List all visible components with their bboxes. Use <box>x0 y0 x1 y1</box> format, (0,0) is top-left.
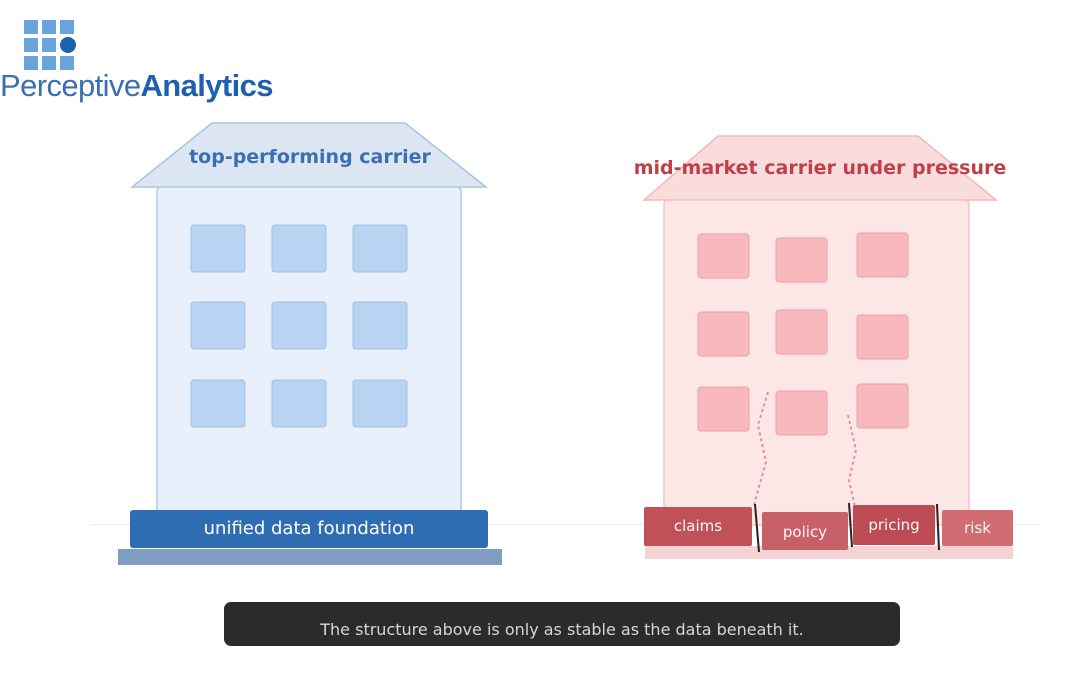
logo-word-light: Perceptive <box>0 68 141 103</box>
caption-bar: The structure above is only as stable as… <box>224 602 900 646</box>
left-building-title: top-performing carrier <box>189 146 431 168</box>
left-building <box>118 122 502 565</box>
right-building <box>641 135 1013 559</box>
slab-label-claims: claims <box>673 517 723 535</box>
crack-lines <box>753 391 858 508</box>
slab-label-risk: risk <box>964 519 991 537</box>
right-roof <box>641 135 999 201</box>
ground-line <box>90 524 1040 525</box>
left-windows <box>190 224 408 428</box>
logo-word-bold: Analytics <box>140 68 273 103</box>
logo-grid-icon <box>24 20 76 70</box>
left-roof <box>129 122 489 188</box>
right-windows <box>697 232 909 436</box>
left-foundation <box>130 510 488 548</box>
brand-logo: PerceptiveAnalytics <box>0 16 274 111</box>
right-fragmented-slabs <box>644 502 1013 559</box>
buildings-illustration <box>118 122 1013 565</box>
left-base-plinth <box>118 549 502 565</box>
slab-label-pricing: pricing <box>868 516 920 534</box>
left-foundation-label: unified data foundation <box>203 518 415 539</box>
right-building-title: mid-market carrier under pressure <box>633 157 1007 179</box>
caption-text: The structure above is only as stable as… <box>320 619 804 639</box>
logo-wordmark: PerceptiveAnalytics <box>0 68 274 104</box>
slab-label-policy: policy <box>782 523 828 541</box>
